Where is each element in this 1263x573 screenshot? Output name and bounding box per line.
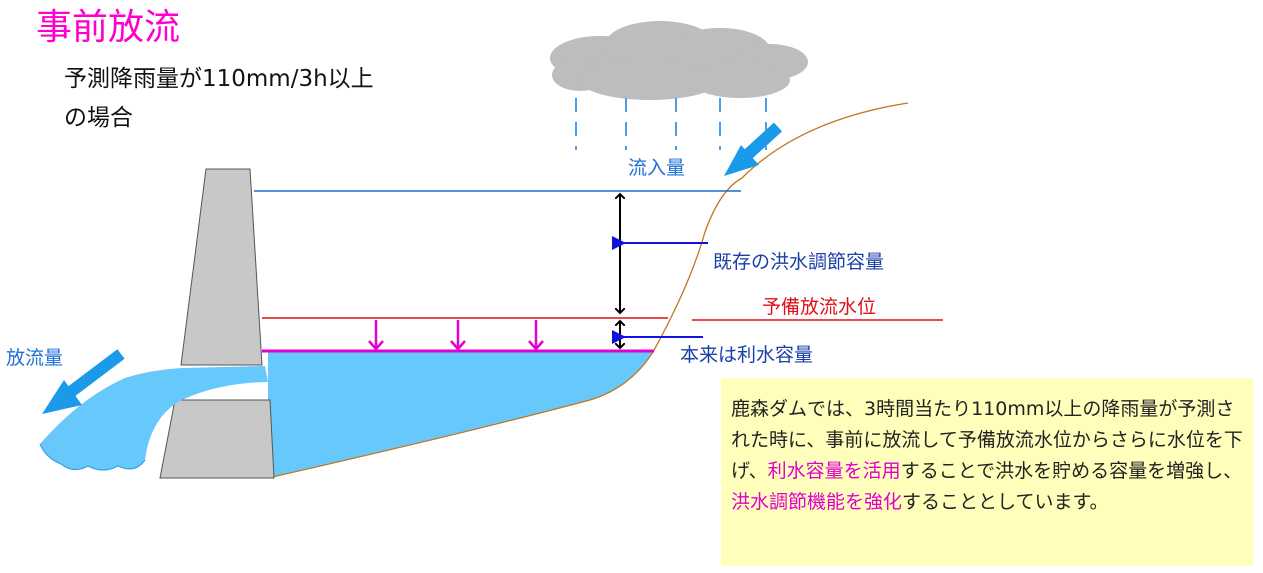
outflow-arrow-icon bbox=[42, 349, 125, 414]
dam-lower-body bbox=[159, 399, 275, 479]
condition-text-line1: 予測降雨量が110mm/3h以上 bbox=[64, 66, 374, 92]
dam-upper-body bbox=[180, 168, 263, 366]
inflow-label: 流入量 bbox=[628, 157, 686, 179]
note-highlight-text: 洪水調節機能を強化 bbox=[731, 491, 903, 513]
rain-cloud-icon bbox=[550, 21, 808, 100]
terrain-bank-line bbox=[267, 102, 909, 479]
level-lowering-arrows bbox=[368, 320, 544, 351]
condition-text-line2: の場合 bbox=[64, 105, 133, 131]
outflow-water bbox=[40, 366, 268, 470]
note-highlight-text: 利水容量を活用 bbox=[767, 460, 901, 482]
reservoir-water bbox=[268, 352, 653, 478]
note-text: することで洪水を貯める容量を増強し、 bbox=[900, 460, 1243, 482]
diagram-title: 事前放流 bbox=[36, 7, 181, 48]
inflow-arrow-icon bbox=[724, 122, 783, 176]
note-text: することとしています。 bbox=[902, 491, 1109, 513]
note-text: 鹿森ダムでは、3時間当たり110mm以上の降雨量が予測された時に、事前に放流して… bbox=[731, 398, 1243, 482]
outflow-label: 放流量 bbox=[6, 347, 64, 369]
existing-capacity-label: 既存の洪水調節容量 bbox=[713, 251, 885, 273]
reserve-level-label: 予備放流水位 bbox=[762, 296, 877, 318]
outflow-splash-outline bbox=[39, 443, 146, 471]
original-capacity-label: 本来は利水容量 bbox=[680, 344, 814, 366]
rain-drops bbox=[575, 98, 767, 150]
explanation-note: 鹿森ダムでは、3時間当たり110mm以上の降雨量が予測された時に、事前に放流して… bbox=[721, 378, 1253, 566]
